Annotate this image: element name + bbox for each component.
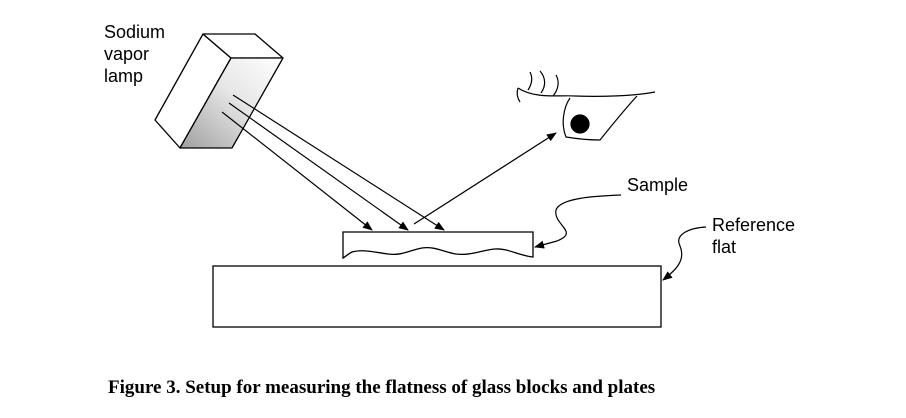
reference-flat: [212, 265, 662, 328]
observer-eye-icon: [516, 70, 656, 141]
lamp-label: Sodium vapor lamp: [104, 21, 165, 87]
lamp-front-face: [179, 57, 284, 149]
eye-pupil: [570, 114, 590, 134]
sample-label: Sample: [627, 175, 689, 195]
reference-label-line-1: Reference: [712, 215, 796, 235]
eyelash-4: [552, 74, 559, 97]
lamp-label-line-2: vapor: [104, 44, 150, 64]
eyelash-3: [539, 70, 546, 94]
lamp-label-line-1: Sodium: [104, 22, 166, 42]
reference-callout-line: [662, 226, 707, 281]
sample-callout-line: [534, 194, 622, 249]
incident-rays: [221, 94, 445, 231]
reference-label-line-2: flat: [712, 237, 737, 257]
sodium-vapor-lamp-icon: [154, 33, 284, 149]
sample-block: [342, 231, 534, 260]
reflected-ray: [413, 132, 557, 225]
incident-ray-2: [228, 102, 409, 231]
incident-ray-1: [221, 111, 373, 231]
eyelash-2: [527, 71, 533, 91]
eye-upper-lid: [517, 87, 656, 97]
lamp-label-line-3: lamp: [104, 66, 144, 86]
incident-ray-3: [232, 94, 445, 231]
eye-lower-contour: [562, 95, 638, 141]
eyelash-1: [516, 87, 521, 103]
figure-caption: Figure 3. Setup for measuring the flatne…: [108, 377, 656, 398]
reference-flat-label: Reference flat: [712, 214, 795, 258]
